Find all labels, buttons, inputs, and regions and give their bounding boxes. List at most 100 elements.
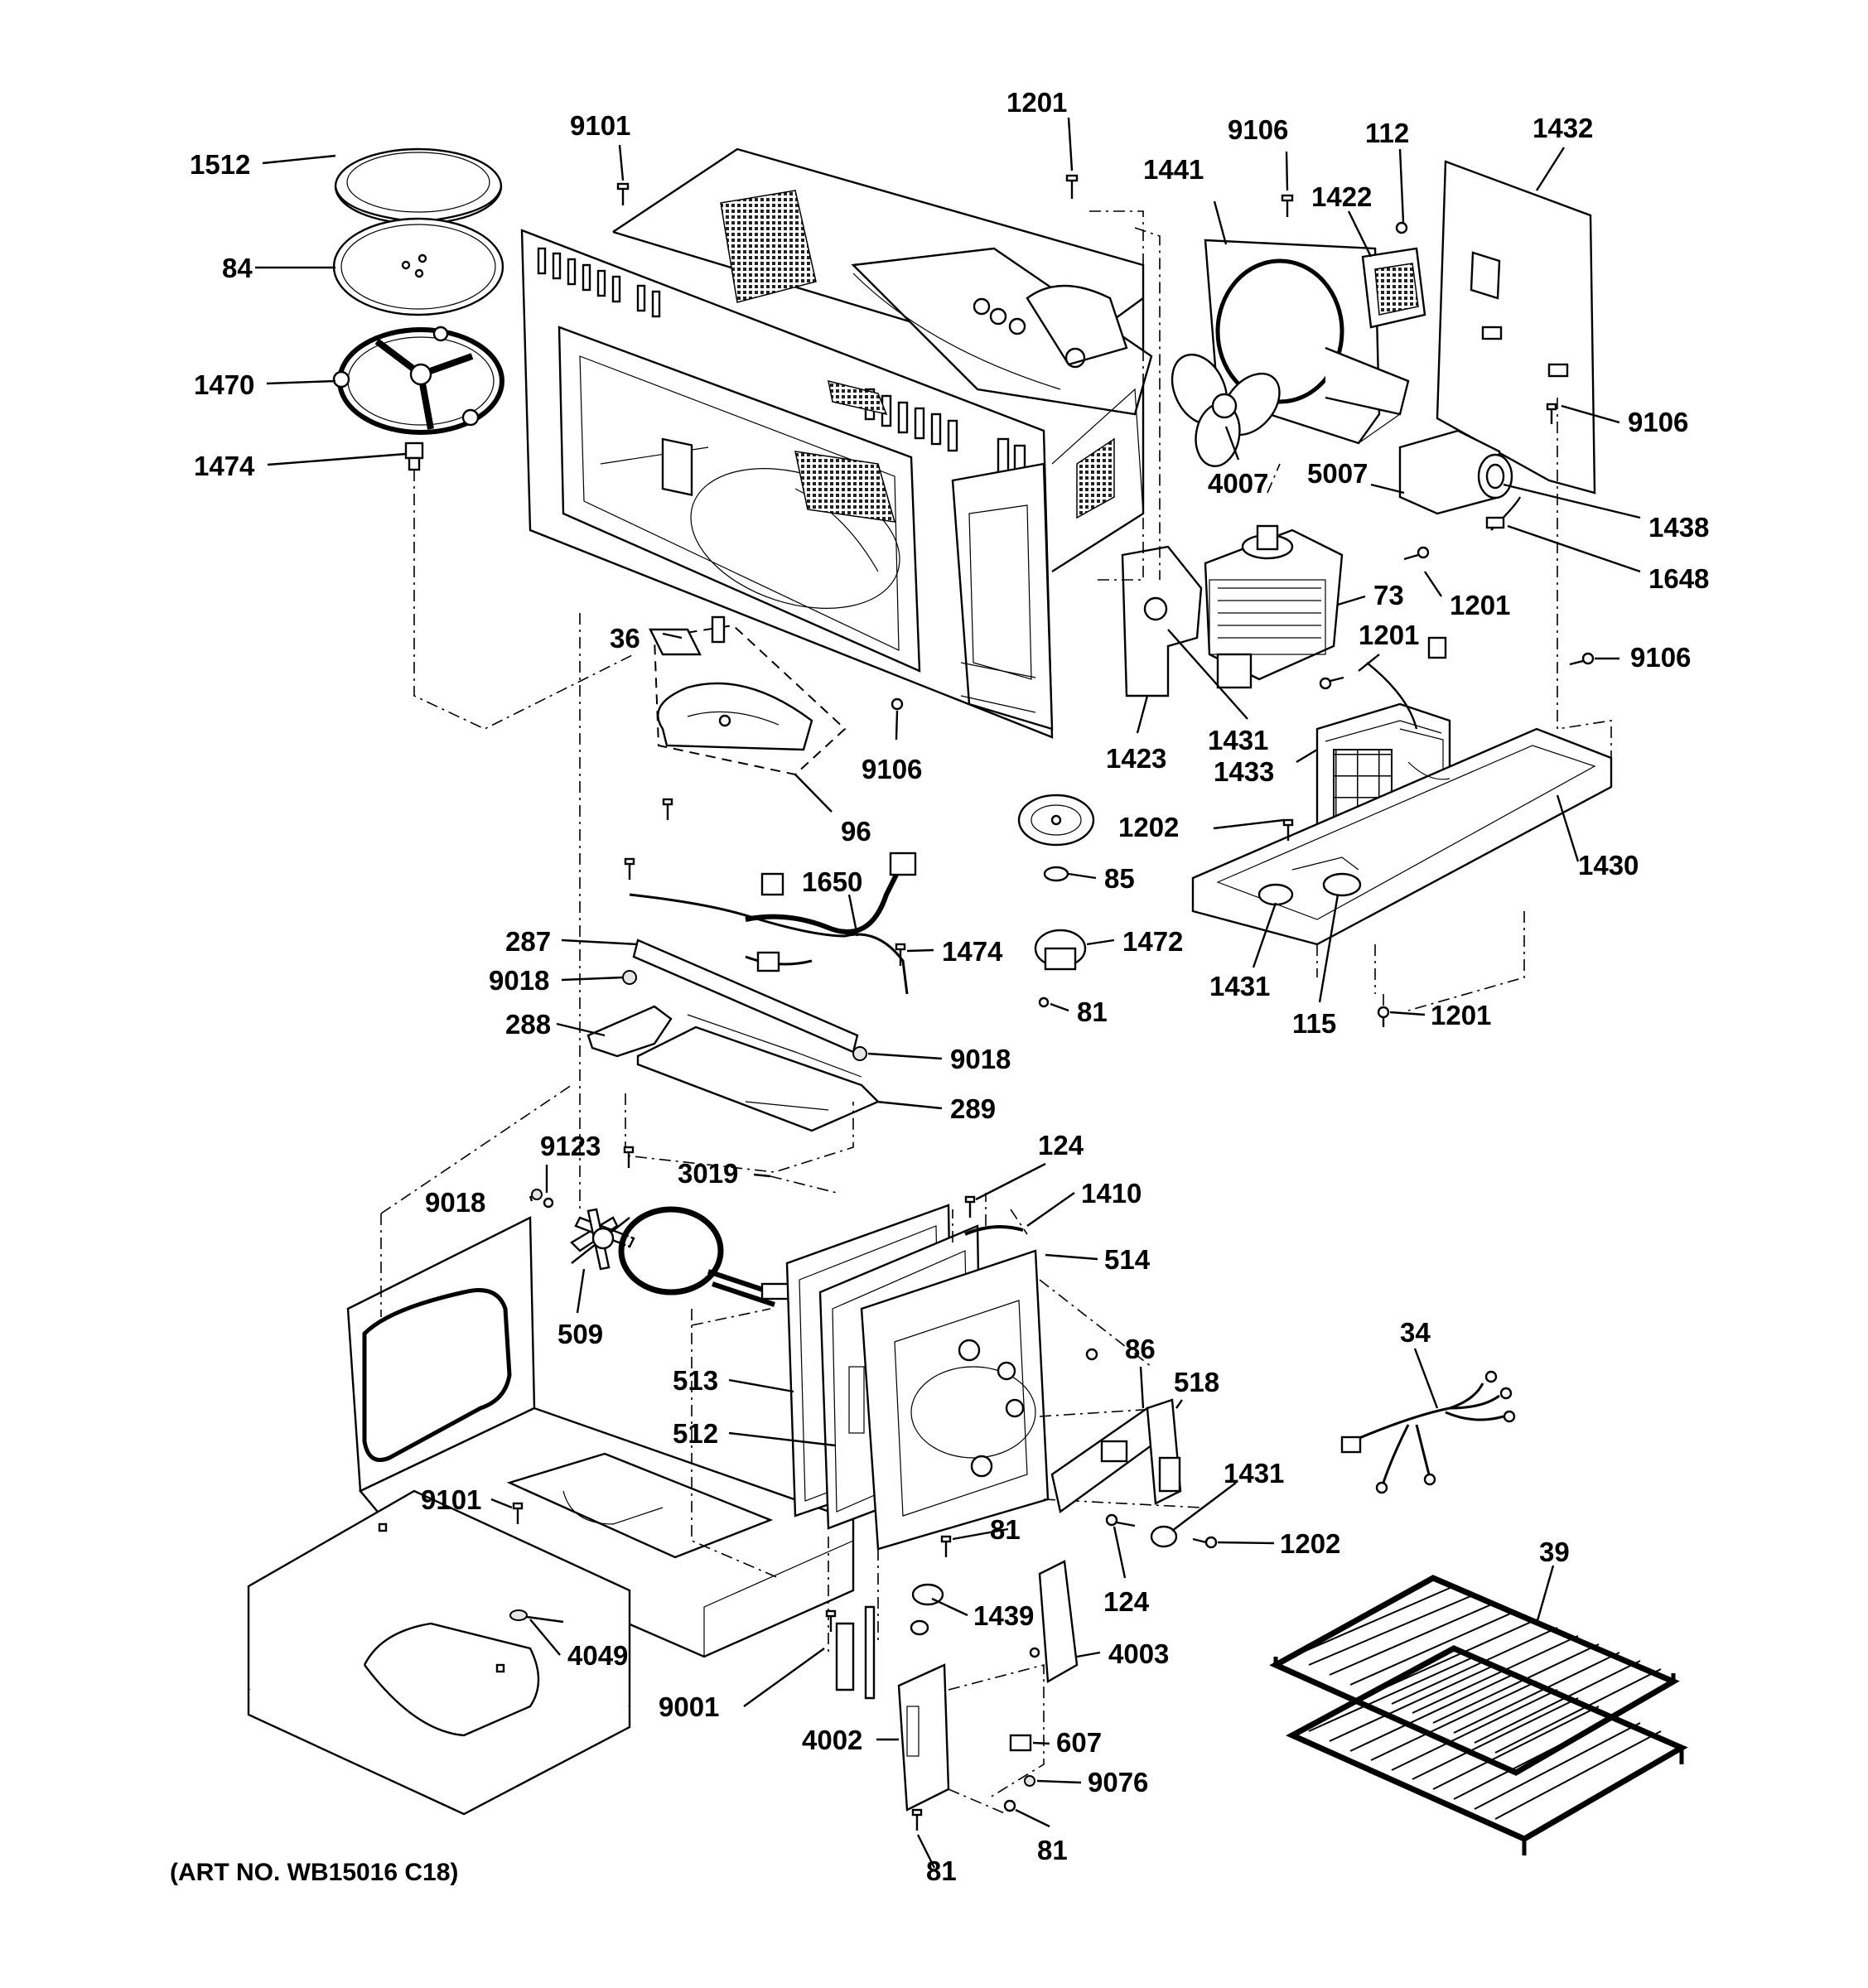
glass-tray	[334, 147, 503, 225]
stirrer-motor-cover	[1017, 794, 1095, 882]
screw-1201c	[1319, 676, 1344, 690]
callout-4002: 4002	[802, 1725, 862, 1755]
diode	[1485, 496, 1522, 531]
callout-81: 81	[1037, 1835, 1068, 1865]
hinge-rod	[835, 1605, 876, 1700]
base-plate	[1191, 636, 1613, 946]
callout-81: 81	[926, 1855, 957, 1886]
screw-1202b	[1192, 1536, 1218, 1549]
callout-1201: 1201	[1359, 620, 1419, 650]
oven-racks	[1269, 1575, 1688, 1855]
coupler	[404, 442, 424, 471]
stirrer-cover	[649, 615, 847, 776]
nut-9018b	[852, 1046, 867, 1061]
callout-96: 96	[841, 816, 871, 847]
screw-9106a	[1281, 194, 1294, 217]
callout-1201: 1201	[1006, 87, 1067, 118]
callout-518: 518	[1174, 1367, 1219, 1397]
convection-fan	[570, 1208, 635, 1271]
turntable-assembly	[332, 147, 635, 730]
callout-36: 36	[610, 623, 640, 654]
screw-124b	[1105, 1513, 1136, 1527]
bottom-tray	[247, 1489, 631, 1816]
screw-9101b	[512, 1502, 524, 1524]
callout-1410: 1410	[1081, 1178, 1142, 1209]
callout-1423: 1423	[1106, 743, 1166, 774]
callout-4049: 4049	[567, 1640, 628, 1671]
callout-9018: 9018	[425, 1187, 485, 1218]
thermostats	[1257, 856, 1362, 906]
screw-81c	[1003, 1799, 1016, 1812]
screw-1410	[964, 1225, 1024, 1236]
screw-9001	[825, 1609, 837, 1632]
screw-4003	[1029, 1647, 1040, 1658]
callout-1431: 1431	[1224, 1458, 1284, 1489]
wire-harness	[629, 852, 917, 995]
callout-1650: 1650	[802, 866, 862, 897]
callout-9106: 9106	[862, 754, 922, 784]
screw-1201d	[1377, 1006, 1390, 1027]
wire-harness-34	[1340, 1370, 1516, 1494]
callout-1202: 1202	[1280, 1528, 1340, 1559]
callout-9018: 9018	[489, 965, 549, 996]
callout-1431: 1431	[1209, 971, 1270, 1001]
callout-124: 124	[1038, 1130, 1084, 1160]
callout-73: 73	[1373, 580, 1404, 610]
callout-9106: 9106	[1628, 407, 1688, 437]
nut-9018c	[531, 1189, 543, 1200]
convection-heater	[618, 1206, 797, 1307]
roller-ring	[332, 326, 504, 435]
screw-9076	[1024, 1775, 1035, 1787]
callout-85: 85	[1104, 863, 1135, 894]
turntable-motor	[1034, 929, 1087, 1008]
thermal-cutout-1439	[910, 1583, 944, 1636]
monitor-switch	[1150, 1525, 1178, 1548]
callout-9101: 9101	[570, 110, 630, 141]
screw-81b	[940, 1535, 952, 1557]
callout-9001: 9001	[659, 1691, 719, 1722]
callout-1432: 1432	[1533, 113, 1593, 143]
callout-1201: 1201	[1431, 1000, 1491, 1030]
callout-4003: 4003	[1108, 1638, 1169, 1669]
callout-1439: 1439	[973, 1600, 1034, 1631]
callout-513: 513	[673, 1365, 718, 1396]
bracket-4003	[1038, 1560, 1079, 1683]
callout-1431: 1431	[1208, 725, 1268, 755]
callout-labels: 1512 84 1470 1474 9101 1201 9106 1441 11…	[190, 87, 1709, 1886]
callout-39: 39	[1539, 1537, 1570, 1567]
callout-86: 86	[1125, 1334, 1156, 1364]
screw-4049	[509, 1609, 564, 1624]
magnetron-bracket	[1121, 545, 1203, 697]
callout-1430: 1430	[1578, 850, 1639, 881]
callout-514: 514	[1104, 1244, 1151, 1275]
callout-115: 115	[1292, 1008, 1336, 1039]
screw-1201a	[1065, 174, 1079, 199]
callout-1474: 1474	[942, 936, 1003, 967]
callout-9018: 9018	[950, 1044, 1011, 1074]
screw-1202a	[1282, 818, 1294, 841]
leader-lines	[255, 117, 1641, 1869]
door-latch-plate	[1050, 1406, 1153, 1514]
callout-1648: 1648	[1648, 563, 1709, 594]
screw-1474b	[895, 943, 906, 966]
callout-1201: 1201	[1450, 590, 1510, 620]
callout-112: 112	[1365, 118, 1409, 148]
callout-1472: 1472	[1122, 926, 1183, 957]
callout-509: 509	[558, 1319, 603, 1349]
callout-287: 287	[505, 926, 551, 957]
screw-112	[1395, 221, 1408, 234]
screw-81d	[911, 1808, 923, 1831]
screw-124a	[964, 1195, 976, 1218]
callout-1422: 1422	[1311, 181, 1372, 212]
latch-bracket-4002	[897, 1663, 950, 1812]
callout-84: 84	[222, 253, 253, 283]
choke-cover-514	[860, 1249, 1050, 1551]
screw-1201b	[1403, 546, 1430, 561]
callout-1512: 1512	[190, 149, 250, 180]
fan-blade	[1171, 353, 1281, 467]
interlock-switch	[1146, 1398, 1182, 1505]
callout-81: 81	[1077, 996, 1108, 1027]
callout-124: 124	[1103, 1586, 1150, 1617]
callout-288: 288	[505, 1009, 551, 1040]
callout-1202: 1202	[1118, 812, 1179, 842]
